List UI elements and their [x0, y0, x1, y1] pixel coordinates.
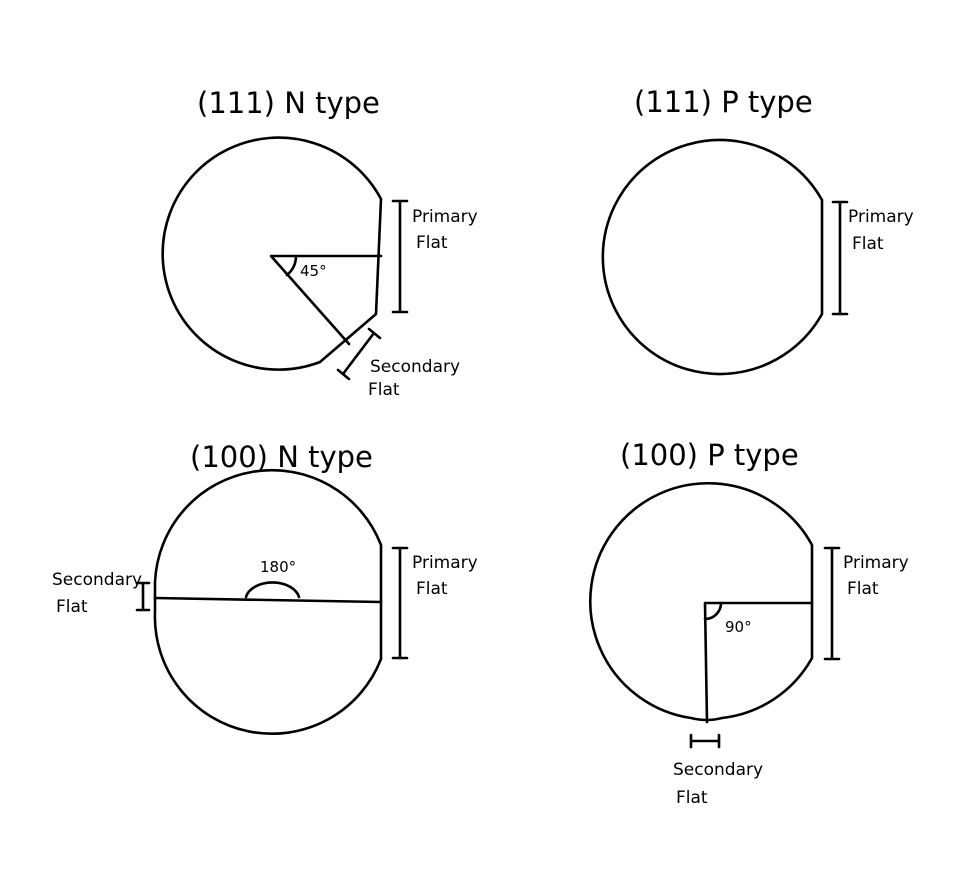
diameter-line: [153, 596, 383, 604]
primary-flat-label: Primary: [412, 207, 478, 227]
secondary-flat-marker: [135, 581, 151, 612]
panel-100-p-type: (100) P type 90° Primary Flat Secondary …: [588, 438, 909, 808]
wafer-outline: [161, 136, 383, 371]
angle-label: 180°: [260, 558, 296, 576]
angle-arc: [285, 254, 298, 277]
wafer-outline: [601, 138, 824, 376]
primary-flat-label-2: Flat: [847, 579, 879, 599]
secondary-flat-label-2: Flat: [368, 380, 400, 400]
panel-title: (100) P type: [620, 438, 799, 472]
secondary-flat-label: Secondary: [370, 357, 460, 377]
secondary-flat-label: Secondary: [673, 760, 763, 780]
radius-lines: [269, 254, 383, 346]
angle-arc: [244, 581, 301, 599]
primary-flat-marker: [391, 546, 409, 660]
secondary-flat-marker: [689, 733, 721, 749]
secondary-flat-label-2: Flat: [56, 597, 88, 617]
angle-label: 45°: [300, 262, 327, 280]
panel-100-n-type: (100) N type 180° Primary Flat Secondary…: [52, 440, 478, 736]
angle-label: 90°: [725, 618, 752, 636]
primary-flat-marker: [391, 199, 409, 314]
panel-title: (111) N type: [197, 86, 380, 120]
panel-title: (111) P type: [634, 85, 813, 119]
secondary-flat-label: Secondary: [52, 570, 142, 590]
wafer-outline: [153, 468, 383, 736]
primary-flat-marker: [831, 200, 849, 316]
primary-flat-label-2: Flat: [416, 579, 448, 599]
primary-flat-label-2: Flat: [852, 234, 884, 254]
secondary-flat-label-2: Flat: [676, 788, 708, 808]
primary-flat-marker: [823, 546, 841, 661]
panel-111-p-type: (111) P type Primary Flat: [601, 85, 914, 376]
panel-111-n-type: (111) N type 45° Primary Flat Secondary …: [161, 86, 478, 400]
panel-title: (100) N type: [190, 440, 373, 474]
angle-arc: [703, 601, 723, 621]
primary-flat-label-2: Flat: [416, 233, 448, 253]
radius-lines: [703, 601, 814, 724]
secondary-flat-marker: [336, 327, 382, 381]
primary-flat-label: Primary: [848, 207, 914, 227]
primary-flat-label: Primary: [843, 553, 909, 573]
wafer-outline: [588, 481, 814, 722]
primary-flat-label: Primary: [412, 553, 478, 573]
